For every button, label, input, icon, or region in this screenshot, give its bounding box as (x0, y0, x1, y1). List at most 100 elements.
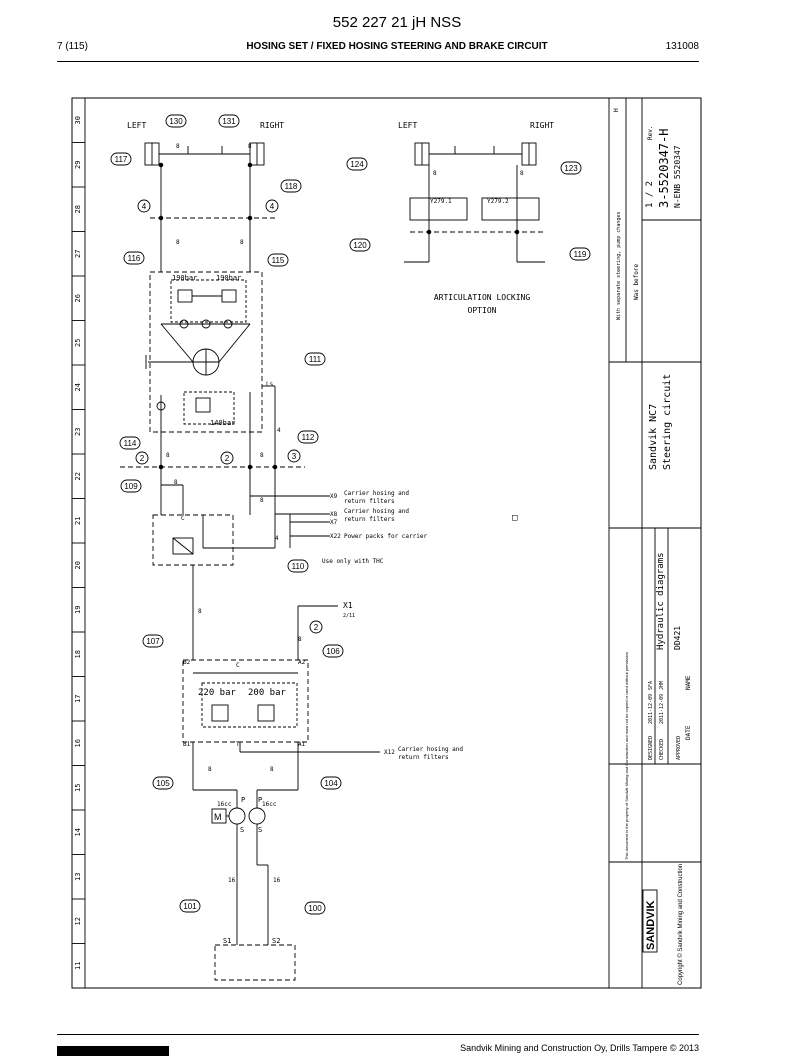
hose-size-label: 8 (298, 636, 302, 643)
thc-note: Use only with THC (322, 558, 384, 565)
svg-text:114: 114 (124, 439, 137, 448)
sheet-number: 1 / 2 (645, 181, 655, 208)
svg-text:107: 107 (146, 637, 160, 646)
svg-text:112: 112 (302, 433, 315, 442)
connection-description: return filters (344, 498, 395, 505)
drawing-number: 3-5520347-H (657, 129, 671, 208)
zone-number: 25 (74, 339, 82, 347)
brake-valve-box (182, 659, 309, 743)
connection-tag: X22 (330, 533, 341, 540)
callout-107: 107 (142, 634, 164, 648)
approved-label: APPROVED (676, 736, 682, 760)
callout-115: 115 (267, 253, 289, 267)
svg-text:118: 118 (285, 182, 298, 191)
callout-130: 130 (165, 114, 187, 128)
unit-code: DD421 (673, 626, 682, 650)
pressure-label: 140bar (210, 419, 235, 427)
check-valve-icon (156, 401, 166, 411)
zone-number: 29 (74, 161, 82, 169)
svg-text:4: 4 (142, 202, 147, 211)
zone-number: 17 (74, 695, 82, 703)
callout-100: 100 (304, 901, 326, 915)
legal-note: This document is the property of Sandvik… (624, 652, 629, 860)
callout-2: 2 (220, 451, 234, 465)
connector-label: X1 (343, 601, 353, 610)
zone-number: 30 (74, 116, 82, 124)
hose-size-label: 8 (176, 239, 180, 246)
cylinder-crossover-line (187, 146, 223, 155)
right-steering-cylinder (222, 142, 265, 166)
port-label: S (258, 826, 262, 834)
sandvik-footer-logo (57, 1046, 169, 1056)
diagram-type: Hydraulic diagrams (656, 552, 666, 650)
hose-size-label: 8 (433, 170, 437, 177)
callout-3: 3 (287, 449, 301, 463)
footer-rule (57, 1034, 699, 1035)
hose-size-label: 4 (275, 535, 279, 542)
zone-number: 20 (74, 561, 82, 569)
svg-text:106: 106 (326, 647, 340, 656)
svg-text:100: 100 (308, 904, 322, 913)
zone-number: 21 (74, 517, 82, 525)
date-code: 131008 (665, 41, 699, 52)
svg-text:117: 117 (115, 155, 128, 164)
hose-size-label: 8 (260, 497, 264, 504)
svg-text:4: 4 (270, 202, 275, 211)
hose-size-label: 8 (270, 766, 274, 773)
zone-number: 22 (74, 472, 82, 480)
callout-110: 110 (287, 559, 309, 573)
port-label: Ls (266, 381, 274, 388)
callout-101: 101 (179, 899, 201, 913)
zone-number: 12 (74, 917, 82, 925)
zone-number: 14 (74, 828, 82, 836)
connection-description: Power packs for carrier (344, 533, 427, 540)
zone-number: 26 (74, 294, 82, 302)
hose-size-label: 8 (208, 766, 212, 773)
connector-box-label: □ (512, 513, 518, 523)
svg-text:110: 110 (292, 562, 305, 571)
port-label: A1 (298, 741, 306, 748)
pump-1-icon (228, 807, 246, 825)
connection-tag: X8 (330, 511, 338, 518)
page-title: HOSING SET / FIXED HOSING STEERING AND B… (246, 41, 548, 52)
zone-number: 16 (74, 739, 82, 747)
pressure-label: 200 bar (248, 688, 287, 698)
svg-text:3: 3 (292, 452, 297, 461)
designed-label: DESIGNED (648, 736, 654, 760)
zone-number: 19 (74, 606, 82, 614)
connection-description: Carrier hosing and (344, 508, 409, 515)
checked-name: JHM (659, 681, 665, 690)
hose-size-label: 8 (198, 608, 202, 615)
zone-number: 11 (74, 962, 82, 970)
callout-124: 124 (346, 157, 368, 171)
svg-text:124: 124 (350, 160, 364, 169)
svg-text:101: 101 (183, 902, 197, 911)
zone-number: 23 (74, 428, 82, 436)
revision-letter: H (613, 108, 620, 112)
right-label: RIGHT (260, 121, 284, 130)
drawing-frame (71, 97, 702, 989)
was-before: Was before (633, 263, 640, 300)
hose-size-label: 16 (228, 877, 236, 884)
connection-tag: X7 (330, 519, 338, 526)
callout-119: 119 (569, 247, 591, 261)
svg-text:130: 130 (169, 117, 183, 126)
hose-size-label: 4 (277, 427, 281, 434)
pressure-label: 220 bar (198, 688, 237, 698)
svg-text:2: 2 (140, 454, 145, 463)
callout-105: 105 (152, 776, 174, 790)
port-label: P (241, 796, 245, 804)
zone-number: 13 (74, 873, 82, 881)
connection-tag: X9 (330, 493, 338, 500)
connection-tag: X12 (384, 749, 395, 756)
connection-description: return filters (344, 516, 395, 523)
hose-size-label: 8 (176, 143, 180, 150)
left-steering-cylinder (144, 142, 188, 166)
designed-date: 2011-12-09 (648, 694, 654, 724)
port-label: P (258, 796, 262, 804)
callout-4: 4 (265, 199, 279, 213)
callout-112: 112 (297, 430, 319, 444)
svg-text:123: 123 (564, 164, 578, 173)
change-note: With separate steering, pump changes (616, 212, 622, 320)
